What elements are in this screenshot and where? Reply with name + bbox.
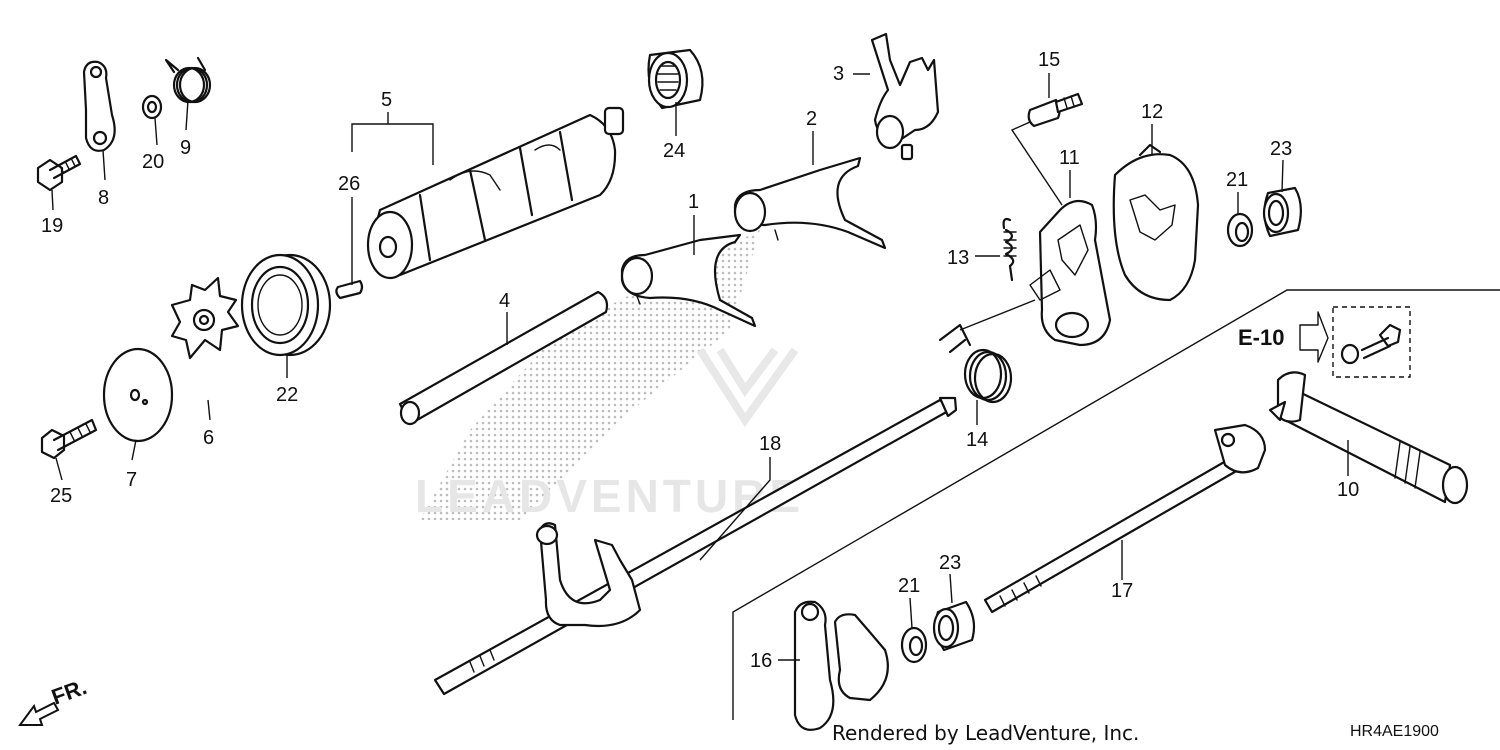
callout-13[interactable]: 13 — [947, 247, 969, 269]
callout-6[interactable]: 6 — [203, 427, 214, 449]
part-23-bearing-lower — [932, 600, 976, 652]
reference-e10-label: E-10 — [1238, 325, 1284, 350]
part-10-gearshift-spindle — [1268, 371, 1469, 505]
part-17-shaft — [983, 423, 1267, 614]
part-18-shift-shaft — [433, 396, 958, 696]
callout-1[interactable]: 1 — [688, 191, 699, 213]
callout-18[interactable]: 18 — [759, 433, 781, 455]
section-divider — [732, 289, 1500, 720]
part-15-bolt — [1027, 92, 1084, 128]
part-21-washer-upper — [1226, 212, 1254, 248]
callout-22[interactable]: 22 — [276, 384, 298, 406]
callout-21-lower[interactable]: 21 — [898, 575, 920, 597]
watermark: LEADVENTURE — [415, 230, 800, 522]
part-13-spring — [1002, 217, 1017, 282]
part-9-spring — [164, 56, 212, 104]
callout-4[interactable]: 4 — [499, 290, 510, 312]
callout-26[interactable]: 26 — [338, 173, 360, 195]
part-11-plate — [1029, 199, 1112, 347]
part-24-bearing — [647, 48, 704, 110]
callout-5[interactable]: 5 — [381, 89, 392, 111]
callout-24[interactable]: 24 — [663, 140, 685, 162]
callout-9[interactable]: 9 — [180, 137, 191, 159]
part-21-washer-lower — [900, 626, 928, 664]
part-19-bolt — [36, 154, 82, 192]
callout-19[interactable]: 19 — [41, 215, 63, 237]
part-4-shaft — [398, 290, 609, 426]
part-1-shift-fork — [620, 233, 757, 328]
callout-20[interactable]: 20 — [142, 151, 164, 173]
part-22-bearing — [240, 253, 332, 357]
part-14-spring — [938, 323, 1013, 404]
callout-7[interactable]: 7 — [126, 469, 137, 491]
callout-11[interactable]: 11 — [1059, 147, 1080, 169]
callout-12[interactable]: 12 — [1141, 101, 1163, 123]
front-arrow-icon — [18, 701, 60, 726]
part-6-star-plate — [170, 276, 240, 360]
diagram-code: HR4AE1900 — [1350, 723, 1439, 740]
leader-lines — [51, 73, 1349, 661]
part-16-shift-arm — [793, 600, 889, 731]
part-26-pin — [335, 279, 364, 300]
callout-23-lower[interactable]: 23 — [939, 552, 961, 574]
part-5-shift-drum — [366, 106, 625, 280]
callout-25[interactable]: 25 — [50, 485, 72, 507]
callout-17[interactable]: 17 — [1111, 580, 1133, 602]
part-23-bearing-upper — [1262, 186, 1302, 238]
callout-3[interactable]: 3 — [833, 63, 844, 85]
part-7-disc — [102, 347, 174, 443]
callout-2[interactable]: 2 — [806, 108, 817, 130]
callout-21-upper[interactable]: 21 — [1226, 169, 1248, 191]
callout-14[interactable]: 14 — [966, 429, 988, 451]
part-8-stopper-arm — [82, 60, 116, 152]
part-12-plate — [1112, 143, 1200, 302]
part-2-shift-fork — [733, 156, 887, 250]
front-direction-indicator: FR. — [18, 674, 90, 726]
part-3-shift-fork — [870, 32, 940, 161]
callout-15[interactable]: 15 — [1038, 49, 1060, 71]
callout-8[interactable]: 8 — [98, 187, 109, 209]
part-20-washer — [141, 94, 163, 120]
callout-16[interactable]: 16 — [750, 650, 772, 672]
part-25-bolt — [40, 418, 98, 460]
front-label: FR. — [48, 674, 90, 710]
rendered-by-credit: Rendered by LeadVenture, Inc. — [832, 721, 1139, 745]
callout-numbers: 1 2 3 4 5 6 7 8 9 10 11 12 13 14 15 16 1… — [41, 49, 1359, 672]
callout-23-upper[interactable]: 23 — [1270, 138, 1292, 160]
callout-10[interactable]: 10 — [1337, 479, 1359, 501]
reference-e10[interactable]: E-10 — [1238, 306, 1411, 378]
